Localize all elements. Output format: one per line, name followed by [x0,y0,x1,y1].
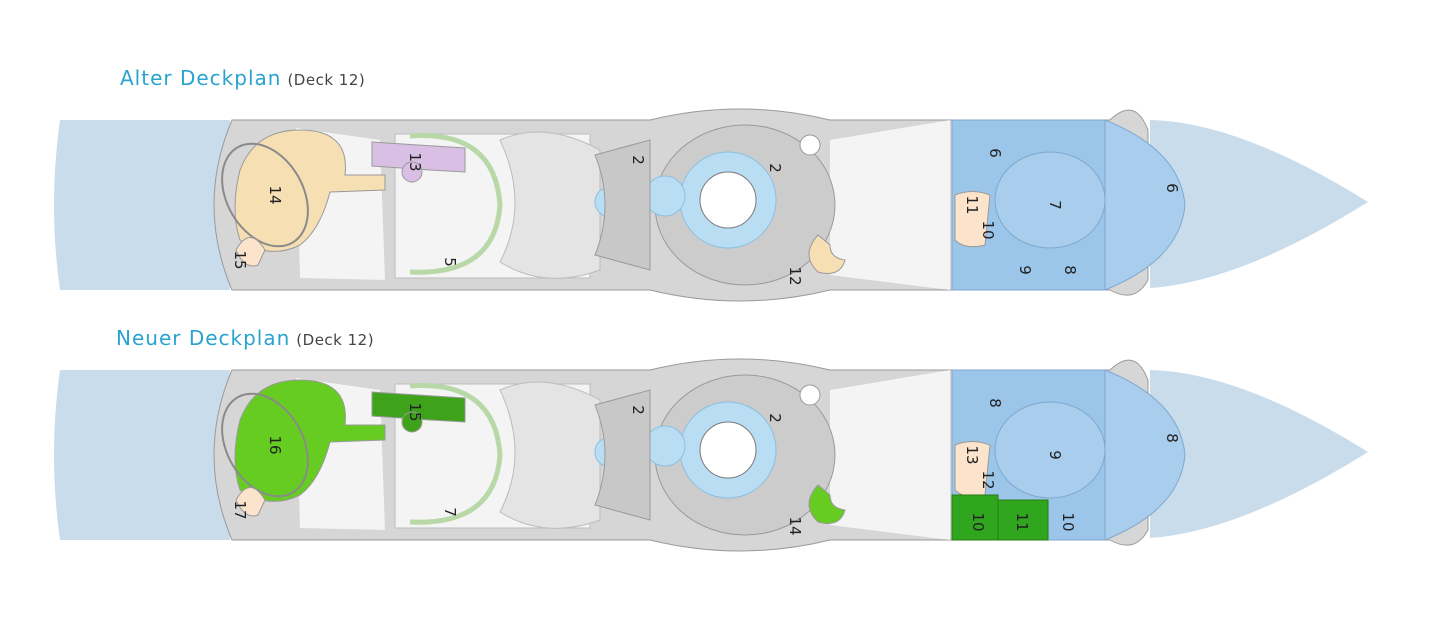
deck0-forward-deck [830,120,950,290]
deck0-lounge [499,131,601,279]
deck0-small-right-zone [954,191,991,248]
deck0-label-rail: 5 [441,257,459,267]
deck0-label-b3: 11 [963,195,981,214]
deck1-label-small-left: 17 [231,500,249,519]
deck1-label-b3: 13 [963,445,981,464]
new-plan-title-text: Neuer Deckplan [116,326,291,350]
deck1-label-upper: 15 [406,402,424,421]
deck1-label-b5: 10 [969,512,987,531]
deck1-stage [594,389,651,521]
deck0-stern-wake [54,120,230,290]
deck1-center-grid [699,421,757,479]
deck0-rose-icon [799,134,821,156]
deck1-label-rail: 7 [441,507,459,517]
deck0-pool-outline [221,142,309,248]
deck1-bow-wake [1150,370,1368,538]
deck1-small-pool-2 [644,425,686,467]
deck0-label-center: 2 [766,163,784,173]
deck1-label-pool: 16 [266,435,284,454]
deck0-label-bow: 6 [1163,183,1181,193]
deck1-label-b4: 12 [979,470,997,489]
deck1-bow-stairs [1104,369,1186,541]
deck0-bow-stairs [1104,119,1186,291]
deck0-upper-area [371,141,466,173]
deck1-pool-outline [221,392,309,498]
deck1-label-stage: 2 [629,405,647,415]
deck0-small-pool-2 [644,175,686,217]
deck1-label-b7: 10 [1059,512,1077,531]
deck0-label-upper: 13 [406,152,424,171]
deck1-rail [409,383,503,525]
old-plan-title-text: Alter Deckplan [120,66,282,90]
deck0-label-stage: 2 [629,155,647,165]
old-deck-plan: 14 13 15 5 2 2 12 6 7 11 10 9 8 6 [54,108,1368,302]
deck0-label-b4: 10 [979,220,997,239]
new-plan-title: Neuer Deckplan (Deck 12) [116,326,374,350]
deck1-label-center: 2 [766,413,784,423]
deck1-label-b2: 9 [1046,450,1064,460]
deck0-label-small-left: 15 [231,250,249,269]
deck1-stern-wake [54,370,230,540]
deck0-stage [594,139,651,271]
deck1-label-b1: 8 [986,398,1004,408]
old-plan-subtitle: (Deck 12) [287,71,366,89]
deck0-center-grid [699,171,757,229]
deck0-small-left-zone [235,237,266,267]
deck1-pool-area [234,379,386,502]
deck1-upper-area [371,391,466,423]
deck1-lounge [499,381,601,529]
deck0-label-b1: 6 [986,148,1004,158]
old-plan-title: Alter Deckplan (Deck 12) [120,66,365,90]
deck0-label-pool: 14 [266,185,284,204]
deck0-pool-area [234,129,386,252]
deck1-small-left-zone [235,487,266,517]
deck1-rose-icon [799,384,821,406]
deck1-upper-dot [401,411,423,433]
deck0-upper-dot [401,161,423,183]
deck1-label-b6: 11 [1013,512,1031,531]
deck0-rail [409,133,503,275]
deck0-bow-wake [1150,120,1368,288]
deck1-green-room-b [997,499,1049,541]
deck1-label-bow: 8 [1163,433,1181,443]
deck1-bottom-zone [808,484,846,524]
deck0-label-bottom: 12 [786,266,804,285]
deck1-forward-deck [830,370,950,540]
deck1-label-bottom: 14 [786,516,804,535]
deck0-label-b6: 8 [1061,265,1079,275]
deck0-bottom-zone [808,234,846,274]
deck0-label-b2: 7 [1046,200,1064,210]
new-deck-plan: 16 15 17 7 2 2 14 8 9 13 12 10 11 10 8 [54,358,1368,552]
deck0-label-b5: 9 [1016,265,1034,275]
new-plan-subtitle: (Deck 12) [296,331,375,349]
